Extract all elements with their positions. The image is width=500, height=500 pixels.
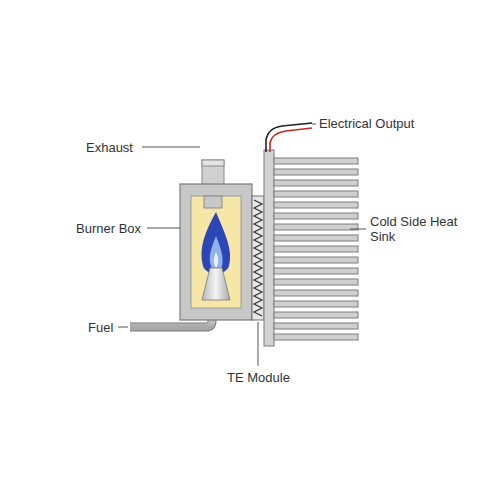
te-junctions bbox=[254, 200, 262, 316]
part-label: TE Module bbox=[227, 370, 290, 385]
burner-nozzle bbox=[202, 268, 230, 300]
heat-sink-fin bbox=[274, 180, 358, 186]
heat-sink-fin bbox=[274, 213, 358, 219]
heat-sink-fin bbox=[274, 202, 358, 208]
part-label: Cold Side Heat Sink bbox=[370, 214, 460, 244]
heat-sink-fin bbox=[274, 301, 358, 307]
part-label: Exhaust bbox=[86, 140, 133, 155]
heat-sink-fin bbox=[274, 279, 358, 285]
flame bbox=[201, 212, 230, 274]
heat-sink-fin bbox=[274, 191, 358, 197]
heat-sink-fin bbox=[274, 246, 358, 252]
heat-sink-fin bbox=[274, 312, 358, 318]
part-label: Fuel bbox=[88, 320, 113, 335]
output-wire bbox=[266, 123, 312, 152]
leader-lines bbox=[118, 124, 366, 366]
heat-sink-fin bbox=[274, 268, 358, 274]
exhaust-stack bbox=[202, 160, 224, 186]
heat-sink-fin bbox=[274, 257, 358, 263]
heat-sink-fin bbox=[274, 323, 358, 329]
heat-sink-fin bbox=[274, 224, 358, 230]
heat-sink-fin bbox=[274, 158, 358, 164]
heat-sink-fin bbox=[274, 235, 358, 241]
part-label: Burner Box bbox=[76, 221, 141, 236]
heat-sink-fin bbox=[274, 290, 358, 296]
burner-box bbox=[180, 184, 252, 320]
heat-sink-fin bbox=[274, 169, 358, 175]
heat-sink bbox=[264, 150, 274, 346]
part-label: Electrical Output bbox=[319, 116, 414, 131]
te-module bbox=[252, 196, 264, 320]
heat-sink-fin bbox=[274, 334, 358, 340]
output-wire bbox=[270, 128, 312, 152]
